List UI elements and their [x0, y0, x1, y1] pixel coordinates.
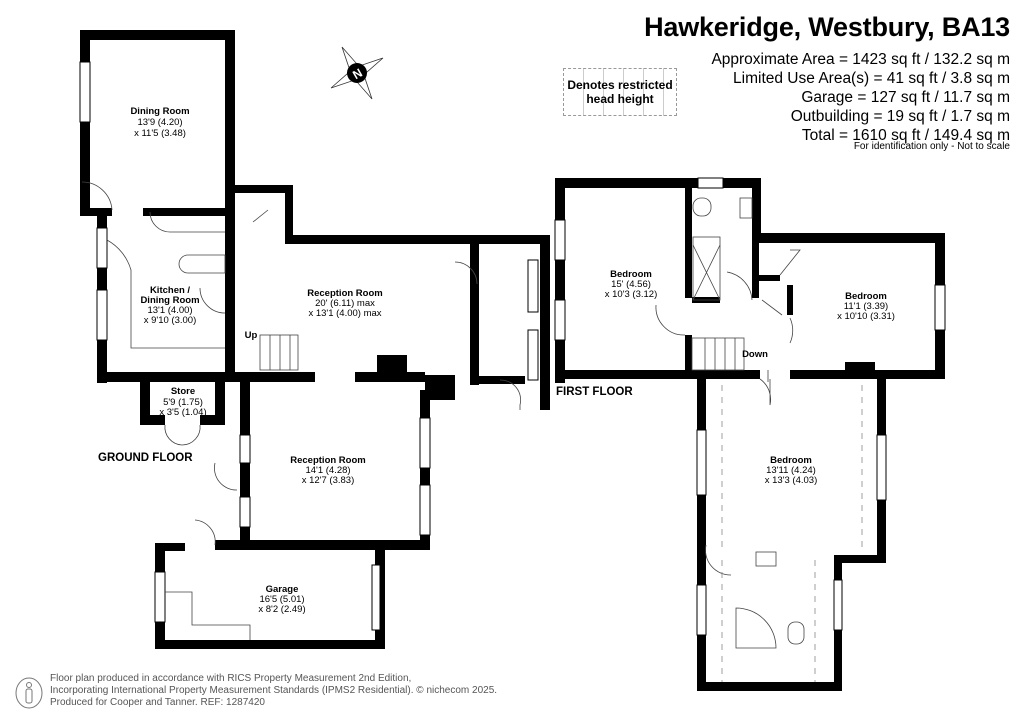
svg-text:15' (4.56): 15' (4.56): [611, 279, 651, 290]
footer-line-1: Floor plan produced in accordance with R…: [50, 673, 412, 684]
svg-text:14'1 (4.28): 14'1 (4.28): [305, 465, 350, 476]
svg-text:x 12'7 (3.83): x 12'7 (3.83): [302, 475, 355, 486]
svg-text:x 11'5 (3.48): x 11'5 (3.48): [134, 128, 186, 139]
room-label-reception-room-2: Reception Room 14'1 (4.28) x 12'7 (3.83): [290, 455, 365, 486]
svg-text:x 10'10 (3.31): x 10'10 (3.31): [837, 311, 895, 322]
svg-text:Store: Store: [171, 386, 195, 397]
svg-text:Reception Room: Reception Room: [290, 455, 365, 466]
svg-text:x 3'5 (1.04): x 3'5 (1.04): [159, 407, 206, 418]
area-limited-use: Limited Use Area(s) = 41 sq ft / 3.8 sq …: [733, 70, 1010, 87]
ground-floor-fixtures: [81, 181, 521, 640]
ground-floor-label: GROUND FLOOR: [98, 452, 193, 464]
svg-text:x 9'10 (3.00): x 9'10 (3.00): [144, 315, 197, 326]
room-label-store: Store 5'9 (1.75) x 3'5 (1.04): [159, 386, 206, 418]
area-total: Total = 1610 sq ft / 149.4 sq m: [801, 127, 1010, 144]
legend-line-1: Denotes restricted: [567, 78, 673, 92]
ground-floor-windows: [79, 61, 539, 631]
svg-text:Dining Room: Dining Room: [140, 295, 199, 306]
first-floor-label: FIRST FLOOR: [556, 386, 633, 398]
svg-text:x 8'2 (2.49): x 8'2 (2.49): [258, 604, 305, 615]
svg-text:Reception Room: Reception Room: [307, 288, 382, 299]
area-outbuilding: Outbuilding = 19 sq ft / 1.7 sq m: [790, 108, 1010, 125]
area-summary: Approximate Area = 1423 sq ft / 132.2 sq…: [711, 50, 1010, 145]
footer-text: Floor plan produced in accordance with R…: [50, 673, 497, 709]
svg-text:Bedroom: Bedroom: [845, 291, 887, 302]
svg-text:Dining Room: Dining Room: [130, 106, 189, 117]
property-title: Hawkeridge, Westbury, BA13: [644, 12, 1010, 42]
stairs-up-label: Up: [245, 330, 258, 341]
identification-note: For identification only - Not to scale: [853, 141, 1010, 152]
svg-text:x 13'1 (4.00) max: x 13'1 (4.00) max: [308, 308, 381, 319]
room-label-dining-room: Dining Room 13'9 (4.20) x 11'5 (3.48): [130, 106, 189, 139]
room-label-reception-room-1: Reception Room 20' (6.11) max x 13'1 (4.…: [307, 288, 382, 319]
svg-text:11'1 (3.39): 11'1 (3.39): [844, 301, 888, 312]
svg-text:5'9 (1.75): 5'9 (1.75): [163, 397, 203, 408]
room-label-bedroom-2: Bedroom 11'1 (3.39) x 10'10 (3.31): [837, 291, 895, 322]
svg-text:13'11 (4.24): 13'11 (4.24): [766, 465, 816, 476]
footer-line-2: Incorporating International Property Mea…: [50, 685, 498, 696]
footer-line-3: Produced for Cooper and Tanner. REF: 128…: [50, 697, 265, 708]
svg-text:Garage: Garage: [266, 584, 299, 595]
svg-text:x 10'3 (3.12): x 10'3 (3.12): [605, 289, 658, 300]
compass-icon: [330, 46, 384, 100]
svg-text:16'5 (5.01): 16'5 (5.01): [259, 594, 304, 605]
first-floor-fixtures: [655, 197, 863, 682]
area-approximate: Approximate Area = 1423 sq ft / 132.2 sq…: [711, 51, 1010, 68]
legend-line-2: head height: [586, 92, 654, 106]
svg-text:Bedroom: Bedroom: [610, 269, 652, 280]
svg-text:Bedroom: Bedroom: [770, 455, 812, 466]
svg-text:13'1 (4.00): 13'1 (4.00): [147, 305, 192, 316]
stairs-down-label: Down: [742, 349, 768, 360]
svg-text:20' (6.11) max: 20' (6.11) max: [315, 298, 375, 309]
room-label-bedroom-3: Bedroom 13'11 (4.24) x 13'3 (4.03): [765, 455, 818, 486]
first-floor-windows: [554, 177, 946, 636]
person-icon: [15, 677, 43, 709]
svg-text:Kitchen /: Kitchen /: [150, 285, 190, 296]
area-garage: Garage = 127 sq ft / 11.7 sq m: [801, 89, 1010, 106]
svg-text:x 13'3 (4.03): x 13'3 (4.03): [765, 475, 818, 486]
svg-text:13'9 (4.20): 13'9 (4.20): [137, 117, 182, 128]
room-label-garage: Garage 16'5 (5.01) x 8'2 (2.49): [258, 584, 305, 615]
room-label-bedroom-1: Bedroom 15' (4.56) x 10'3 (3.12): [605, 269, 658, 300]
room-label-kitchen-dining: Kitchen / Dining Room 13'1 (4.00) x 9'10…: [140, 285, 199, 326]
